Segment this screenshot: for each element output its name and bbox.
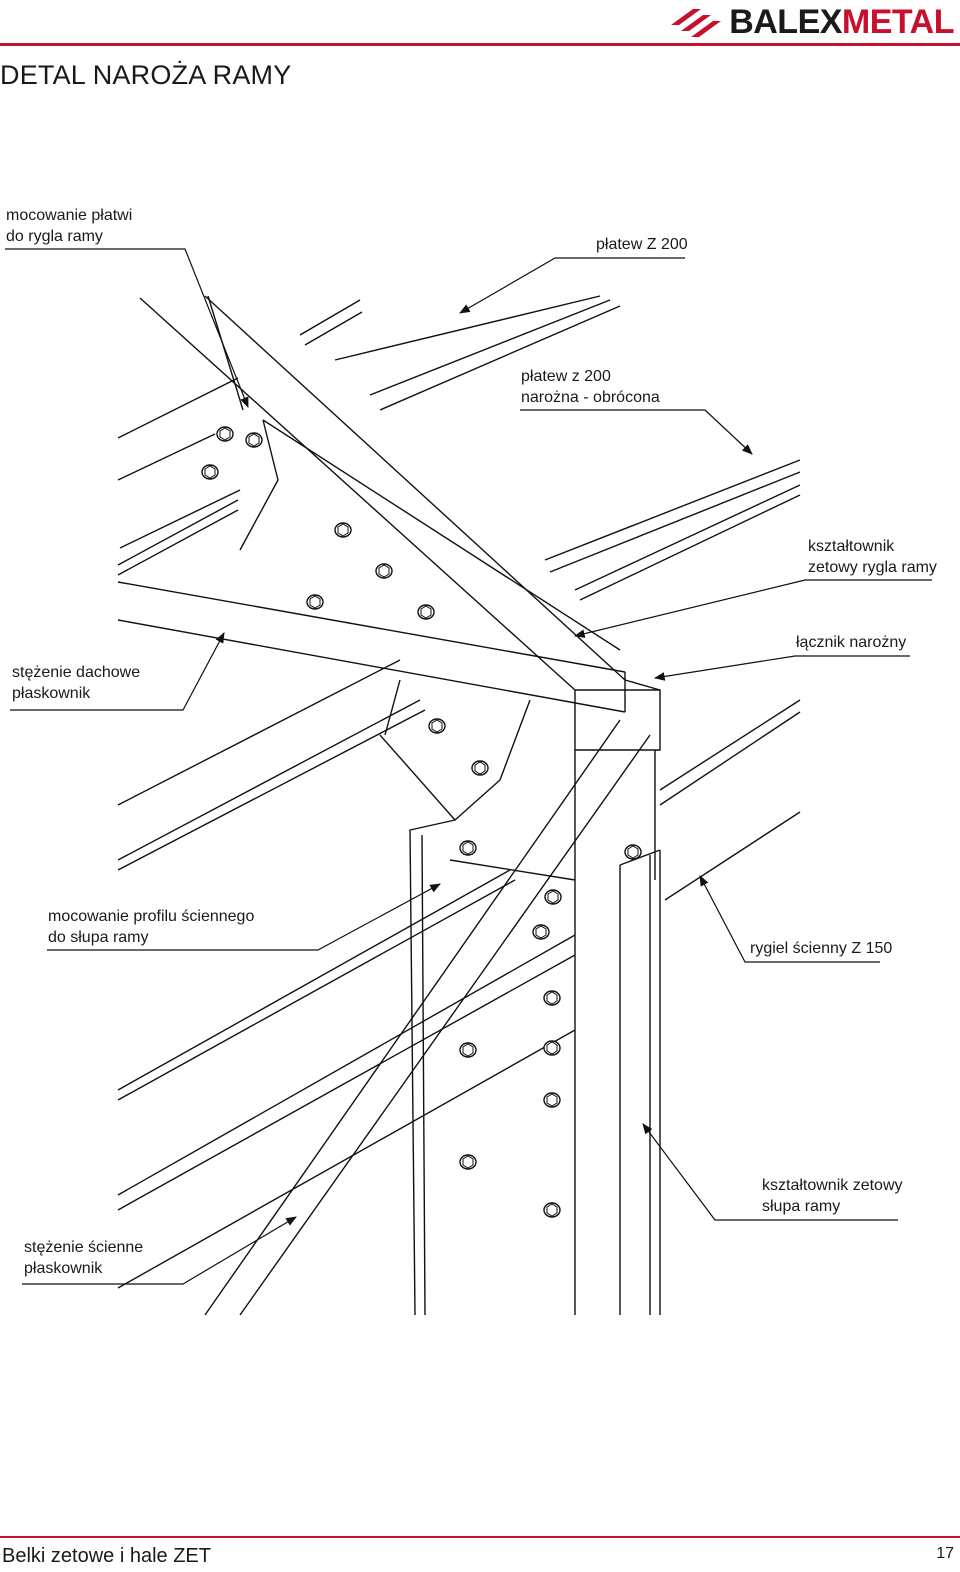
leader-arrow-icon [47, 883, 441, 951]
bolt-icon [543, 990, 561, 1006]
label-line: płatew z 200 [521, 368, 611, 385]
label-line: kształtownik [808, 538, 895, 555]
bolt-icon [375, 563, 393, 579]
bolt-icon [544, 889, 562, 905]
label-line: słupa ramy [762, 1198, 841, 1215]
bolt-icon [459, 1042, 477, 1058]
bolt-icon [624, 844, 642, 860]
label-line: do słupa ramy [48, 929, 149, 946]
structure-lines [117, 295, 801, 1316]
label-line: narożna - obrócona [521, 389, 660, 406]
label-roof-bracing: stężenie dachowe płaskownik [12, 662, 140, 704]
roof-bracing-bar [117, 581, 626, 713]
bolt-icon [417, 604, 435, 620]
rafter-lower [117, 659, 531, 1316]
column-section [449, 849, 661, 1315]
label-line: stężenie ścienne [24, 1239, 144, 1256]
bolt-icon [471, 760, 489, 776]
label-line: stężenie dachowe [12, 664, 141, 681]
leader-arrow-icon [653, 655, 910, 681]
bolt-icon [543, 1092, 561, 1108]
label-line: rygiel ścienny Z 150 [750, 940, 893, 957]
wall-bracing-bar [204, 719, 651, 1316]
label-wall-bracing: stężenie ścienne płaskownik [24, 1237, 143, 1279]
bolt-icon [543, 1040, 561, 1056]
bolt-icon [532, 924, 550, 940]
label-column-section: kształtownik zetowy słupa ramy [762, 1175, 903, 1217]
label-line: płaskownik [12, 685, 91, 702]
bolt-icon [428, 718, 446, 734]
wall-rails [117, 869, 576, 1289]
label-line: łącznik narożny [796, 634, 907, 651]
label-wall-profile-fixing: mocowanie profilu ściennego do słupa ram… [48, 906, 254, 948]
leader-arrow-icon [520, 409, 753, 455]
label-wall-rail: rygiel ścienny Z 150 [750, 938, 892, 959]
right-purlins [544, 459, 801, 901]
bolt-icon [459, 1154, 477, 1170]
brand-name-right: METAL [841, 3, 955, 41]
brand-logo: BALEXMETAL [671, 4, 955, 40]
leader-arrow-icon [573, 579, 932, 638]
label-rafter-section: kształtownik zetowy rygla ramy [808, 536, 937, 578]
logo-mark-icon [671, 9, 722, 37]
label-corner-connector: łącznik narożny [796, 632, 906, 653]
label-purlin-rafter-fixing: mocowanie płatwi do rygla ramy [6, 205, 132, 247]
leader-arrow-icon [459, 257, 685, 314]
corner-connector-plate [574, 679, 661, 880]
label-line: kształtownik zetowy [762, 1177, 903, 1194]
label-line: mocowanie płatwi [6, 207, 133, 224]
bolt-icon [459, 840, 477, 856]
bolt-icon [543, 1202, 561, 1218]
bolt-icon [306, 594, 324, 610]
rafter-beam [139, 295, 626, 691]
label-corner-purlin: płatew z 200 narożna - obrócona [521, 366, 660, 408]
leader-lines [5, 248, 932, 1285]
leader-arrow-icon [699, 875, 880, 963]
leader-arrow-icon [5, 248, 249, 409]
label-line: płatew Z 200 [596, 236, 688, 253]
bolt-icon [201, 464, 219, 480]
roof-purlins [117, 295, 621, 576]
label-line: do rygla ramy [6, 228, 103, 245]
label-line: płaskownik [24, 1260, 103, 1277]
label-purlin-z200: płatew Z 200 [596, 234, 688, 255]
label-line: mocowanie profilu ściennego [48, 908, 255, 925]
leader-arrow-icon [642, 1123, 898, 1221]
bolt-icon [216, 426, 234, 442]
leader-arrow-icon [22, 1216, 297, 1285]
leader-arrow-icon [10, 632, 225, 711]
label-line: zetowy rygla ramy [808, 559, 937, 576]
page-number: 17 [936, 1545, 954, 1562]
footer-title: Belki zetowe i hale ZET [2, 1545, 211, 1567]
header-rule [0, 43, 960, 46]
brand-name-left: BALEX [729, 3, 842, 41]
footer-rule [0, 1536, 960, 1538]
bolt-icon [245, 432, 263, 448]
page-title: DETAL NAROŻA RAMY [0, 60, 292, 90]
brand-name: BALEXMETAL [729, 5, 954, 39]
bolt-icon [334, 522, 352, 538]
